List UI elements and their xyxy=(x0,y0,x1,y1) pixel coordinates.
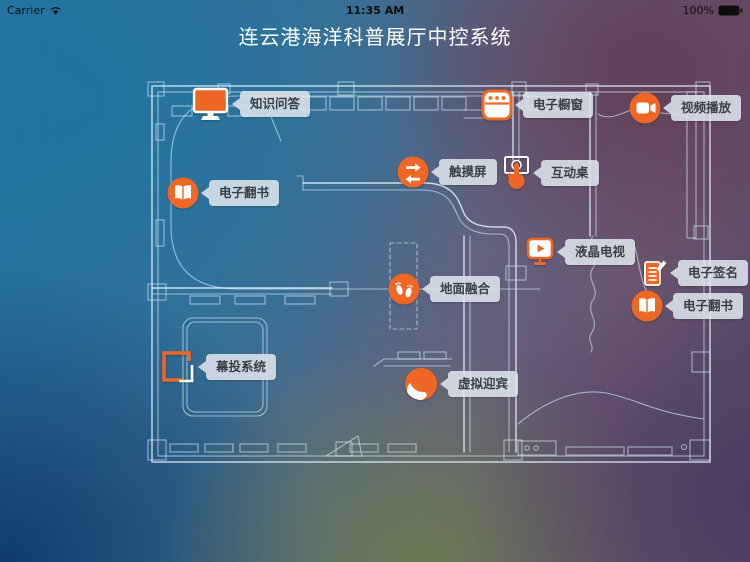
touch-hand-icon[interactable] xyxy=(501,155,531,191)
feature-virtual-greeter[interactable]: 虚拟迎宾 xyxy=(404,367,519,401)
battery-icon xyxy=(718,5,743,15)
feature-label-bubble[interactable]: 电子橱窗 xyxy=(514,92,594,118)
feature-label-bubble[interactable]: 触摸屏 xyxy=(431,159,497,185)
status-bar: 11:35 AM Carrier 100% xyxy=(0,0,750,20)
document-pen-icon[interactable] xyxy=(642,257,668,289)
feature-label: 电子翻书 xyxy=(219,185,270,201)
wave-wall xyxy=(517,391,705,425)
footprints-icon[interactable] xyxy=(388,273,420,305)
feature-label-bubble[interactable]: 互动桌 xyxy=(533,160,599,186)
feature-label: 触摸屏 xyxy=(449,164,487,180)
feature-label-bubble[interactable]: 视频播放 xyxy=(662,95,742,121)
feature-label-bubble[interactable]: 知识问答 xyxy=(231,91,311,117)
feature-label-bubble[interactable]: 虚拟迎宾 xyxy=(439,371,519,397)
feature-electronic-showcase[interactable]: 电子橱窗 xyxy=(481,89,594,121)
feature-label: 液晶电视 xyxy=(575,244,626,260)
feature-e-signature[interactable]: 电子签名 xyxy=(642,257,749,289)
feature-label: 视频播放 xyxy=(681,100,732,116)
clock: 11:35 AM xyxy=(345,3,405,17)
wifi-icon xyxy=(50,6,61,15)
feature-label: 地面融合 xyxy=(440,281,491,297)
feature-lcd-tv[interactable]: 液晶电视 xyxy=(525,237,636,267)
feature-knowledge-qa[interactable]: 知识问答 xyxy=(190,87,311,121)
feature-label: 电子签名 xyxy=(688,265,739,281)
feature-label-bubble[interactable]: 电子翻书 xyxy=(664,293,744,319)
wall-columns xyxy=(147,81,711,461)
transfer-arrows-icon[interactable] xyxy=(397,156,429,188)
feature-video-playback[interactable]: 视频播放 xyxy=(629,92,742,124)
window-dots-icon[interactable] xyxy=(481,89,513,121)
tv-play-icon[interactable] xyxy=(525,237,555,267)
page-title: 连云港海洋科普展厅中控系统 xyxy=(238,25,512,49)
feature-label: 互动桌 xyxy=(551,165,589,181)
carrier-label: Carrier xyxy=(7,3,45,17)
feature-label: 虚拟迎宾 xyxy=(458,376,509,392)
feature-label-bubble[interactable]: 电子翻书 xyxy=(200,180,280,206)
feature-floor-fusion[interactable]: 地面融合 xyxy=(388,273,501,305)
frames-icon[interactable] xyxy=(158,348,196,386)
feature-label-bubble[interactable]: 液晶电视 xyxy=(556,239,636,265)
feature-label: 电子翻书 xyxy=(683,298,734,314)
feature-interactive-table[interactable]: 互动桌 xyxy=(501,155,599,191)
person-head-icon[interactable] xyxy=(404,367,438,401)
feature-label-bubble[interactable]: 电子签名 xyxy=(669,260,749,286)
feature-label-bubble[interactable]: 地面融合 xyxy=(421,276,501,302)
open-book-icon[interactable] xyxy=(167,177,199,209)
battery-percent: 100% xyxy=(682,3,714,17)
feature-label: 幕投系统 xyxy=(216,359,267,375)
feature-label-bubble[interactable]: 幕投系统 xyxy=(197,354,277,380)
open-book-icon[interactable] xyxy=(631,290,663,322)
feature-ebook-left[interactable]: 电子翻书 xyxy=(167,177,280,209)
monitor-icon[interactable] xyxy=(190,87,230,121)
video-camera-icon[interactable] xyxy=(629,92,661,124)
feature-screen-projection[interactable]: 幕投系统 xyxy=(158,348,277,386)
center-counter xyxy=(296,175,517,453)
greeter-shelf xyxy=(324,351,453,457)
feature-label: 知识问答 xyxy=(250,96,301,112)
feature-touch-screen[interactable]: 触摸屏 xyxy=(397,156,497,188)
feature-label: 电子橱窗 xyxy=(533,97,584,113)
feature-ebook-right[interactable]: 电子翻书 xyxy=(631,290,744,322)
